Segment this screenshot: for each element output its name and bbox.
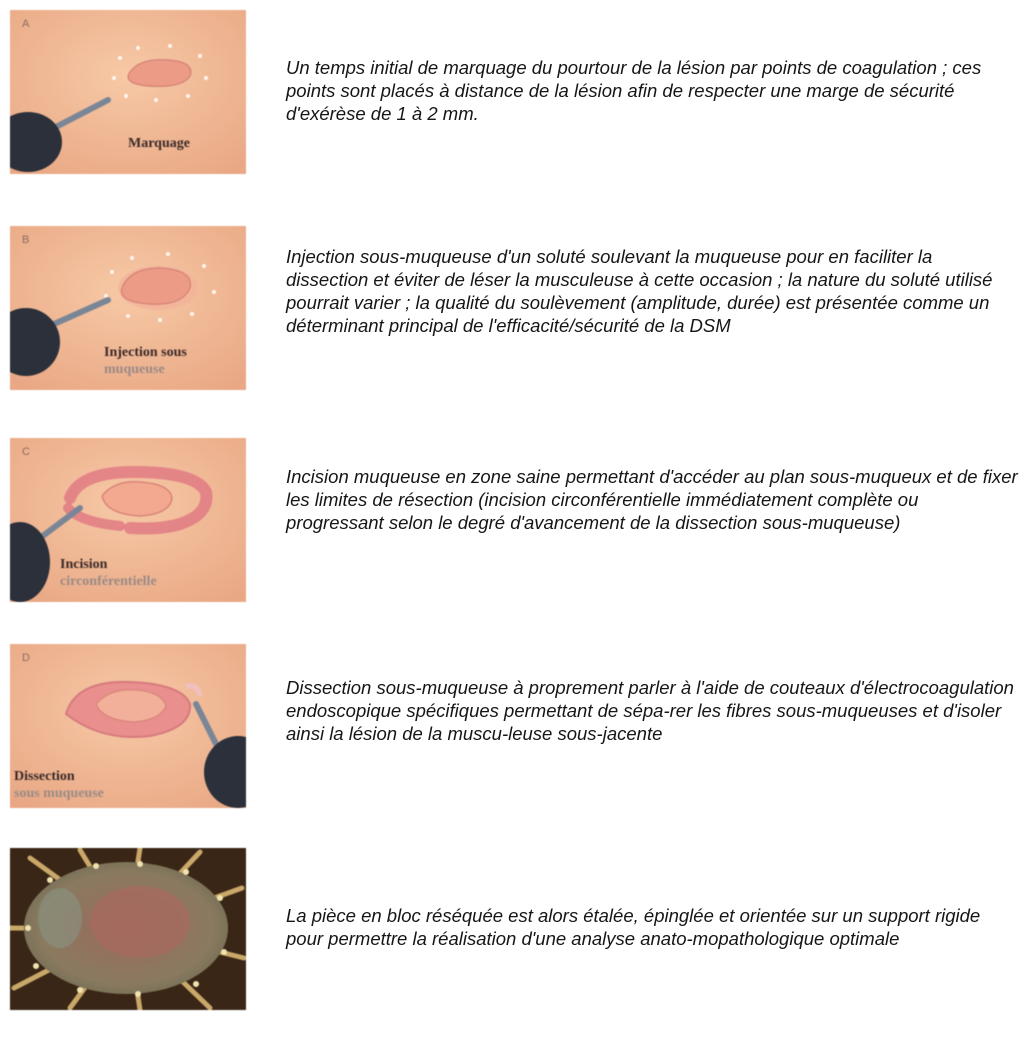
caption-line-2: circonférentielle [60,573,157,590]
step-caption: Dissection sous muqueuse [14,768,104,802]
specimen-photo [10,848,246,1010]
step-a: A Marquage Un temps initial de marquage … [0,10,1028,178]
step-letter: A [22,18,29,30]
step-description: Dissection sous-muqueuse à proprement pa… [286,676,1018,745]
caption-line-1: Marquage [128,136,190,151]
caption-line-2: muqueuse [104,361,187,378]
step-description: La pièce en bloc réséquée est alors étal… [286,904,1018,950]
step-letter: D [22,652,30,664]
caption-line-1: Incision [60,557,107,572]
step-description: Injection sous-muqueuse d'un soluté soul… [286,245,1018,337]
step-c: C Incision circonférentielle Incision mu… [0,438,1028,606]
illustration-injection: B Injection sous muqueuse [10,226,246,390]
step-e: La pièce en bloc réséquée est alors étal… [0,848,1028,1016]
step-caption: Injection sous muqueuse [104,344,187,378]
caption-line-1: Injection sous [104,345,187,360]
illustration-marquage: A Marquage [10,10,246,174]
illustration-incision: C Incision circonférentielle [10,438,246,602]
pinned-specimen-image [10,848,246,1010]
caption-line-2: sous muqueuse [14,785,104,802]
step-letter: B [22,234,29,246]
step-b: B Injection sous muqueuse Injection sous… [0,226,1028,394]
step-letter: C [22,446,30,458]
step-description: Incision muqueuse en zone saine permetta… [286,465,1018,534]
step-caption: Marquage [128,135,190,152]
step-description: Un temps initial de marquage du pourtour… [286,56,1018,125]
illustration-dissection: D Dissection sous muqueuse [10,644,246,808]
step-caption: Incision circonférentielle [60,556,157,590]
step-d: D Dissection sous muqueuse Dissection so… [0,644,1028,812]
caption-line-1: Dissection [14,769,75,784]
